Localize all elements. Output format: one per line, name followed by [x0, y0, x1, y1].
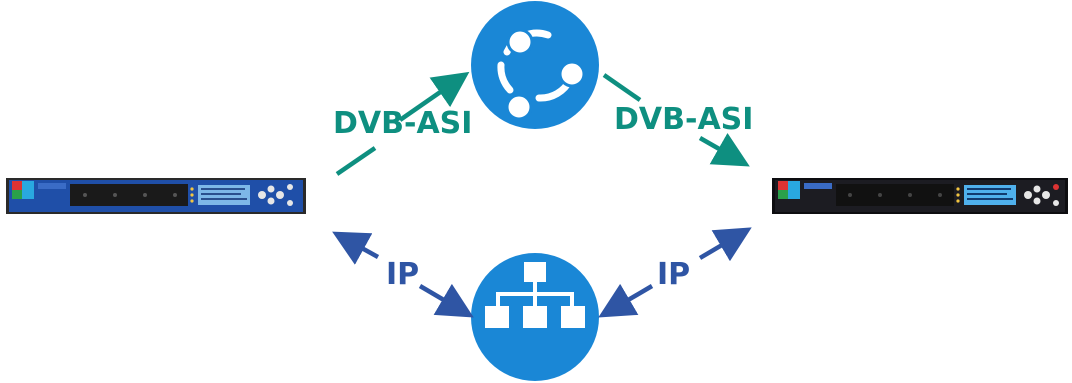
right-rack-device — [772, 178, 1068, 214]
ip-label-right: IP — [657, 257, 691, 292]
asi-arrow-right — [602, 73, 642, 102]
asi-arrow-left — [335, 146, 377, 176]
dvb-asi-label-left: DVB-ASI — [333, 106, 473, 141]
distribution-hub-icon — [471, 1, 599, 129]
asi-arrow-left-head-segment — [398, 71, 470, 122]
ip-label-left: IP — [386, 257, 420, 292]
ip-arrow-left-upper — [332, 231, 380, 265]
network-hierarchy-icon — [471, 253, 599, 381]
dvb-asi-label-right: DVB-ASI — [614, 102, 754, 137]
ip-arrow-left-lower — [418, 283, 474, 318]
left-rack-device — [6, 178, 306, 214]
ip-arrow-right-lower — [598, 283, 654, 318]
ip-arrow-right-upper — [698, 227, 752, 262]
asi-arrow-right-head-segment — [698, 132, 750, 167]
